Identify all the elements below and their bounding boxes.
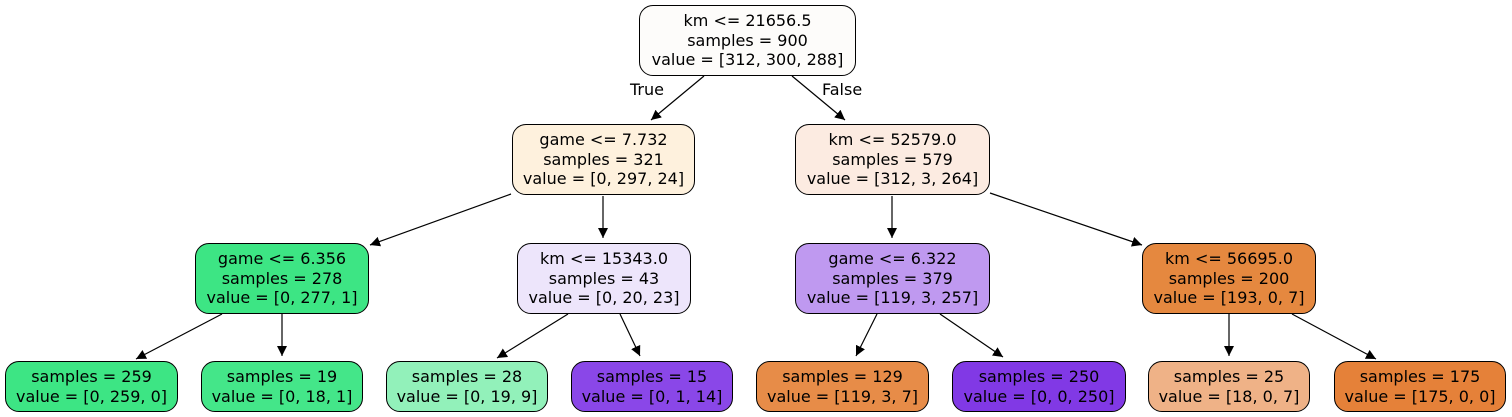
node-condition: game <= 7.732 <box>539 130 668 150</box>
edge-n2-n6 <box>989 192 1143 247</box>
node-value: value = [18, 0, 7] <box>1158 386 1300 406</box>
tree-node-5: game <= 6.322 samples = 379 value = [119… <box>795 243 990 314</box>
edge-label-true: True <box>630 80 664 99</box>
edge-n0-n2 <box>791 75 846 121</box>
node-samples: samples = 200 <box>1168 268 1290 288</box>
node-value: value = [175, 0, 0] <box>1344 386 1496 406</box>
node-value: value = [193, 0, 7] <box>1153 288 1305 308</box>
node-samples: samples = 579 <box>832 149 953 169</box>
edge-label-false: False <box>822 80 863 99</box>
node-samples: samples = 129 <box>782 367 903 386</box>
edge-n3-n7 <box>135 313 223 360</box>
edge-n4-n9 <box>496 313 569 359</box>
tree-node-1: game <= 7.732 samples = 321 value = [0, … <box>512 124 695 195</box>
node-value: value = [312, 300, 288] <box>651 50 844 70</box>
node-condition: km <= 21656.5 <box>683 11 812 31</box>
node-value: value = [312, 3, 264] <box>806 169 979 189</box>
node-samples: samples = 259 <box>31 367 152 386</box>
tree-leaf-13: samples = 25 value = [18, 0, 7] <box>1148 361 1310 412</box>
node-samples: samples = 321 <box>543 149 664 169</box>
node-value: value = [0, 20, 23] <box>528 288 680 308</box>
node-value: value = [119, 3, 257] <box>806 288 979 308</box>
node-samples: samples = 15 <box>596 367 708 386</box>
node-samples: samples = 250 <box>978 367 1100 386</box>
node-value: value = [0, 18, 1] <box>211 386 353 406</box>
edge-n0-n1 <box>650 75 705 121</box>
node-samples: samples = 278 <box>221 268 343 288</box>
tree-leaf-14: samples = 175 value = [175, 0, 0] <box>1334 361 1506 412</box>
tree-leaf-8: samples = 19 value = [0, 18, 1] <box>201 361 363 412</box>
edge-n5-n11 <box>855 313 878 357</box>
node-value: value = [0, 1, 14] <box>581 386 723 406</box>
node-value: value = [0, 277, 1] <box>206 288 358 308</box>
node-samples: samples = 379 <box>832 268 953 288</box>
tree-node-root: km <= 21656.5 samples = 900 value = [312… <box>639 5 856 76</box>
tree-node-6: km <= 56695.0 samples = 200 value = [193… <box>1142 243 1316 314</box>
tree-node-3: game <= 6.356 samples = 278 value = [0, … <box>195 243 369 314</box>
node-value: value = [0, 0, 250] <box>963 386 1115 406</box>
node-samples: samples = 19 <box>226 367 338 386</box>
node-condition: game <= 6.322 <box>828 249 957 269</box>
tree-leaf-11: samples = 129 value = [119, 3, 7] <box>756 361 929 412</box>
node-value: value = [0, 297, 24] <box>522 169 685 189</box>
node-samples: samples = 900 <box>687 30 808 50</box>
node-condition: game <= 6.356 <box>217 249 347 269</box>
edge-n5-n12 <box>939 313 1004 358</box>
node-samples: samples = 28 <box>411 367 523 386</box>
tree-leaf-9: samples = 28 value = [0, 19, 9] <box>386 361 548 412</box>
node-condition: km <= 15343.0 <box>540 249 668 269</box>
tree-node-2: km <= 52579.0 samples = 579 value = [312… <box>795 124 990 195</box>
node-value: value = [119, 3, 7] <box>766 386 918 406</box>
node-samples: samples = 175 <box>1359 367 1481 386</box>
tree-leaf-10: samples = 15 value = [0, 1, 14] <box>571 361 733 412</box>
tree-leaf-12: samples = 250 value = [0, 0, 250] <box>952 361 1126 412</box>
edge-n1-n3 <box>369 193 512 247</box>
node-condition: km <= 52579.0 <box>828 130 957 150</box>
node-value: value = [0, 19, 9] <box>396 386 538 406</box>
node-condition: km <= 56695.0 <box>1165 249 1293 269</box>
node-samples: samples = 25 <box>1173 367 1285 386</box>
node-samples: samples = 43 <box>548 268 660 288</box>
tree-node-4: km <= 15343.0 samples = 43 value = [0, 2… <box>517 243 691 314</box>
edge-n6-n14 <box>1291 313 1377 360</box>
edge-n4-n10 <box>619 313 641 357</box>
node-value: value = [0, 259, 0] <box>15 386 167 406</box>
tree-leaf-7: samples = 259 value = [0, 259, 0] <box>5 361 178 412</box>
